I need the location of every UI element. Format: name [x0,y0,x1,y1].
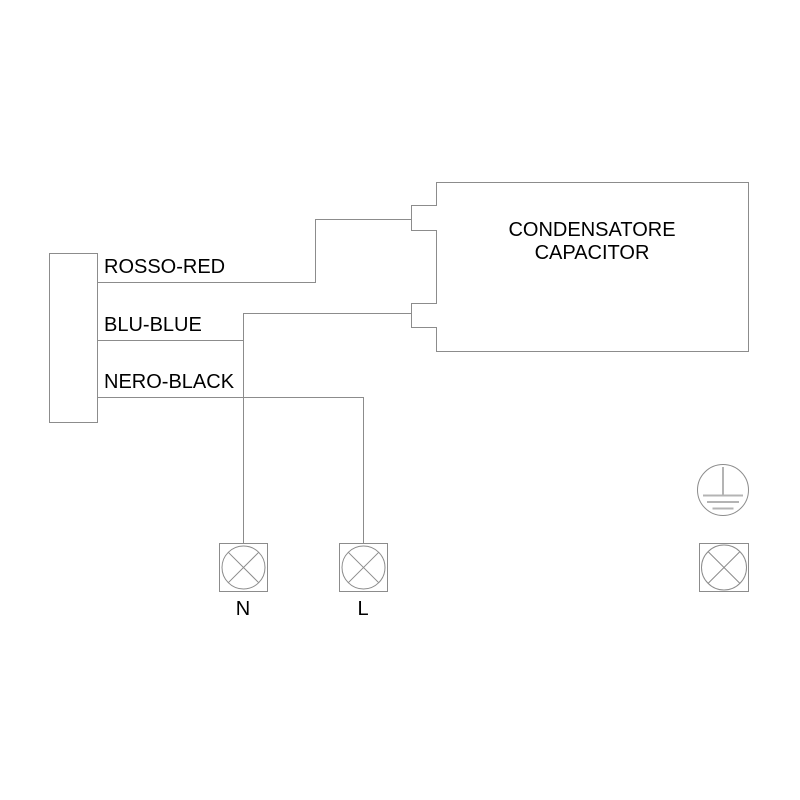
spare-terminal-square [699,543,749,592]
wire-label-rosso-red: ROSSO-RED [104,256,226,278]
terminal-l-square [339,543,388,592]
spare-terminal-cross [707,551,741,584]
spare-terminal-icon [699,543,749,592]
component-label-line2: CAPACITOR [534,242,650,264]
earth-circle [697,464,749,516]
terminal-n-square [219,543,268,592]
terminal-n-cross [227,551,260,584]
terminal-l-icon [339,543,388,592]
capacitor-outline [411,182,749,352]
earth-ground-icon [697,464,749,516]
component-label: CONDENSATORE CAPACITOR [436,219,748,265]
wire-blu-blue [97,313,412,544]
terminal-l-cross [347,551,380,584]
spare-terminal-circle [701,544,747,591]
terminal-n-icon [219,543,268,592]
terminal-label-l: L [357,598,369,620]
terminal-l-circle [341,545,386,590]
wire-nero-black [97,397,364,544]
terminal-label-n: N [235,598,251,620]
wire-rosso-red [97,219,412,283]
connector-block [49,253,98,423]
wire-label-nero-black: NERO-BLACK [104,371,235,393]
component-label-line1: CONDENSATORE [508,219,676,241]
earth-bars [703,494,743,510]
terminal-n-circle [221,545,266,590]
wire-label-blu-blue: BLU-BLUE [104,314,202,336]
